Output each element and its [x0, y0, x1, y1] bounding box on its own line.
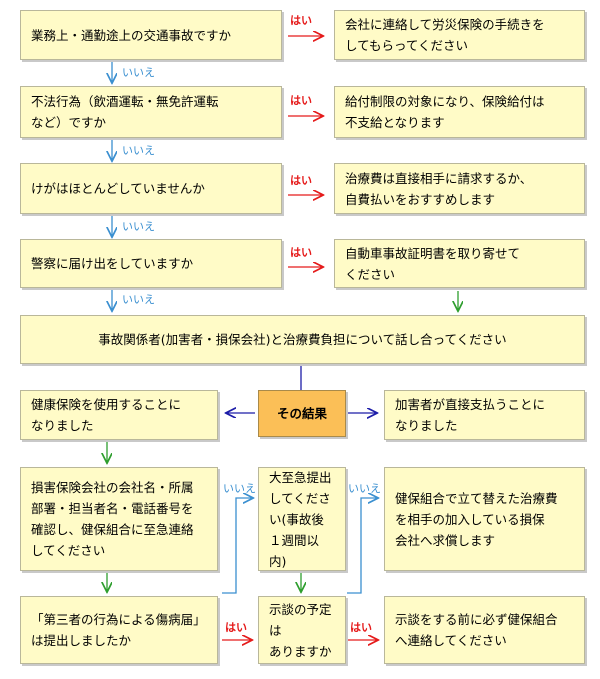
contact-insurer-box: 損害保険会社の会社名・所属 部署・担当者名・電話番号を 確認し、健保組合に至急連… — [20, 467, 218, 571]
yes-label-4: はい — [290, 246, 312, 259]
yes-label-6: はい — [350, 621, 372, 634]
settlement-question: 示談の予定は ありますか — [258, 596, 346, 664]
question-illegal-act: 不法行為（飲酒運転・無免許運転 など）ですか — [20, 86, 282, 138]
submit-asap-box: 大至急提出 してくださ い(事故後 １週間以内) — [258, 467, 346, 571]
no-label-3: いいえ — [122, 220, 155, 233]
answer-benefit-restriction: 給付制限の対象になり、保険給付は 不支給となります — [334, 86, 585, 138]
question-minor-injury: けがはほとんどしていませんか — [20, 163, 282, 214]
yes-label-2: はい — [290, 94, 312, 107]
no-label-6: いいえ — [348, 482, 381, 495]
yes-label-3: はい — [290, 174, 312, 187]
result-center: その結果 — [258, 390, 346, 437]
no-arrow-5 — [222, 498, 252, 594]
no-arrow-6 — [347, 498, 377, 594]
yes-label-1: はい — [290, 14, 312, 27]
contact-before-settlement: 示談をする前に必ず健保組合 へ連絡してください — [384, 596, 585, 664]
third-party-form-question: 「第三者の行為による傷病届」 は提出しましたか — [20, 596, 218, 664]
no-label-1: いいえ — [122, 66, 155, 79]
result-direct-payment: 加害者が直接支払うことに なりました — [384, 390, 585, 440]
question-work-accident: 業務上・通勤途上の交通事故ですか — [20, 10, 282, 60]
discussion-box: 事故関係者(加害者・損保会社)と治療費負担について話し合ってください — [20, 315, 585, 364]
yes-label-5: はい — [225, 621, 247, 634]
answer-accident-certificate: 自動車事故証明書を取り寄せて ください — [334, 239, 585, 288]
no-label-2: いいえ — [122, 144, 155, 157]
question-police-report: 警察に届け出をしていますか — [20, 239, 282, 288]
reimbursement-box: 健保組合で立て替えた治療費 を相手の加入している損保 会社へ求償します — [384, 467, 585, 571]
no-label-4: いいえ — [122, 293, 155, 306]
answer-direct-claim: 治療費は直接相手に請求するか、 自費払いをおすすめします — [334, 163, 585, 214]
no-label-5: いいえ — [223, 482, 256, 495]
answer-workers-comp: 会社に連絡して労災保険の手続きを してもらってください — [334, 10, 585, 60]
result-health-insurance: 健康保険を使用することに なりました — [20, 390, 218, 440]
